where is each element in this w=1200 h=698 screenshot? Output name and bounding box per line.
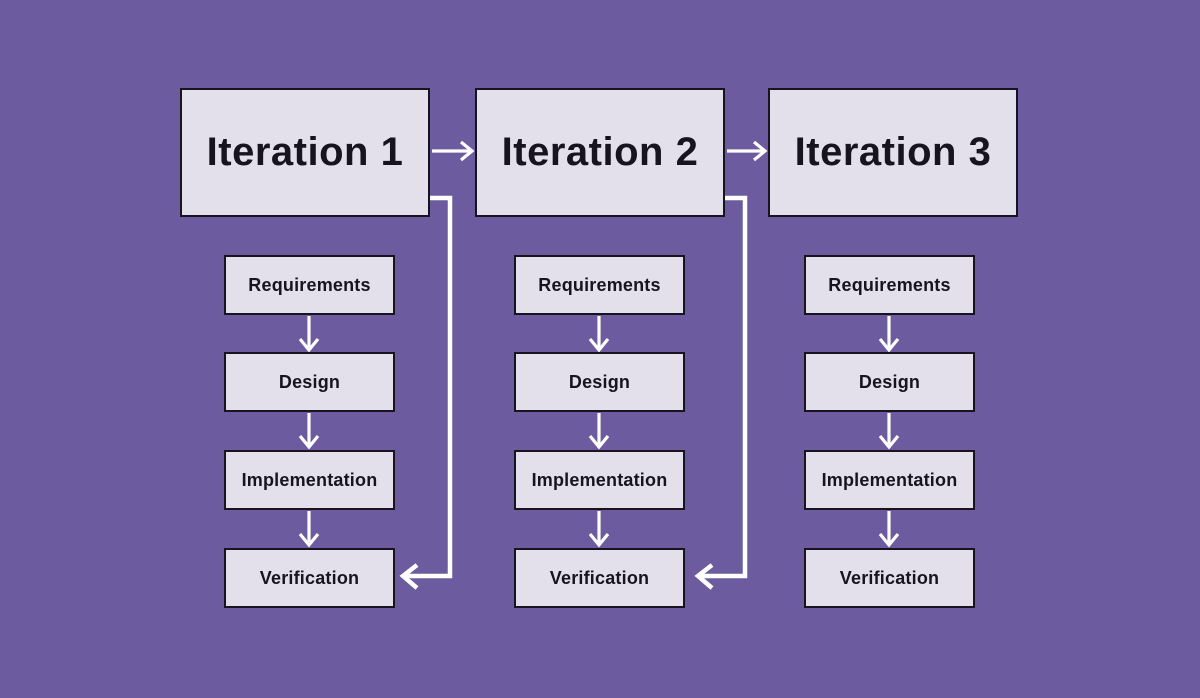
arrow-iteration1-to-iteration2 [432, 140, 475, 162]
stage-verification-col2: Verification [514, 548, 685, 608]
stage-implementation-col3: Implementation [804, 450, 975, 510]
stage-design-col2: Design [514, 352, 685, 412]
arrow-design-to-implementation-col3 [878, 413, 900, 450]
iteration-1-header: Iteration 1 [180, 88, 430, 217]
stage-design-col3: Design [804, 352, 975, 412]
stage-requirements-col2: Requirements [514, 255, 685, 315]
feedback-arrow-iteration1 [399, 195, 453, 590]
stage-verification-col3: Verification [804, 548, 975, 608]
arrow-implementation-to-verification-col3 [878, 511, 900, 548]
stage-design-col1: Design [224, 352, 395, 412]
arrow-design-to-implementation-col1 [298, 413, 320, 450]
stage-implementation-col1: Implementation [224, 450, 395, 510]
stage-implementation-col2: Implementation [514, 450, 685, 510]
arrow-implementation-to-verification-col2 [588, 511, 610, 548]
arrow-requirements-to-design-col2 [588, 316, 610, 353]
stage-verification-col1: Verification [224, 548, 395, 608]
arrow-requirements-to-design-col1 [298, 316, 320, 353]
feedback-arrow-iteration2 [694, 195, 748, 590]
iteration-3-header: Iteration 3 [768, 88, 1018, 217]
stage-requirements-col1: Requirements [224, 255, 395, 315]
stage-requirements-col3: Requirements [804, 255, 975, 315]
iteration-2-header: Iteration 2 [475, 88, 725, 217]
arrow-requirements-to-design-col3 [878, 316, 900, 353]
arrow-design-to-implementation-col2 [588, 413, 610, 450]
arrow-iteration2-to-iteration3 [727, 140, 768, 162]
arrow-implementation-to-verification-col1 [298, 511, 320, 548]
